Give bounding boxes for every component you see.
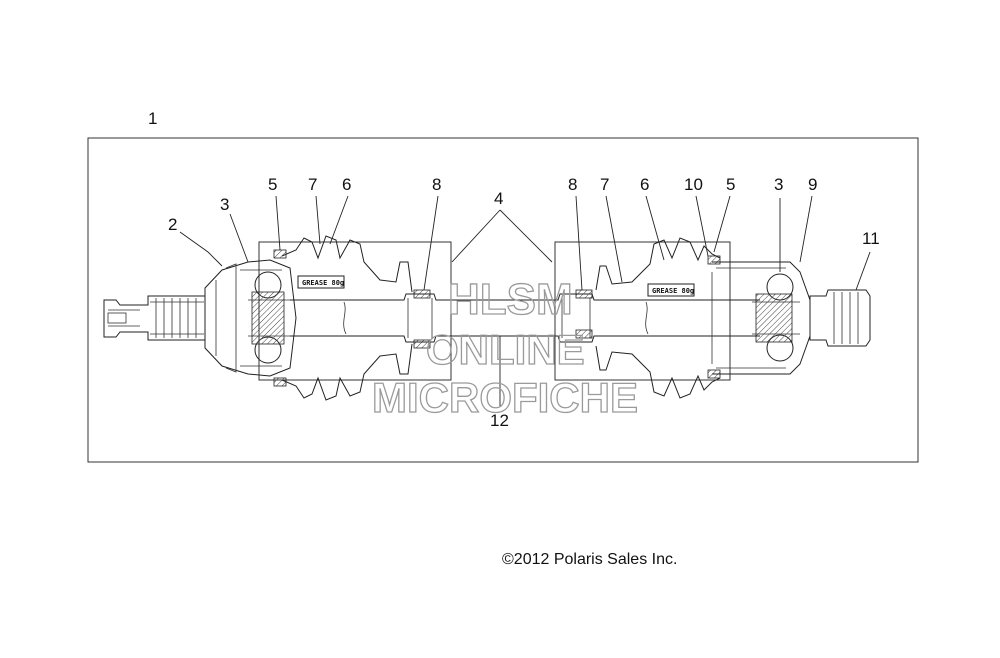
left-spline-stub <box>103 295 206 341</box>
right-spline-stub <box>809 289 871 347</box>
grease-label-right: GREASE 80g <box>652 287 694 295</box>
watermark-line3: MICROFICHE <box>372 374 638 421</box>
left-cv-bearing-cage <box>248 271 290 364</box>
assembly-frame <box>87 137 919 463</box>
callout-12: 12 <box>490 411 509 430</box>
grease-label-left: GREASE 80g <box>302 279 344 287</box>
callout-7-right: 7 <box>600 175 609 194</box>
watermark-line2: ONLINE <box>426 326 585 373</box>
callout-6-left: 6 <box>342 175 351 194</box>
callout-3-left: 3 <box>220 195 229 214</box>
left-cv-housing <box>204 259 297 377</box>
right-cv-bearing-cage <box>752 273 800 362</box>
callout-5-left: 5 <box>268 175 277 194</box>
callout-6-right: 6 <box>640 175 649 194</box>
callout-8-right: 8 <box>568 175 577 194</box>
callout-11: 11 <box>862 229 880 248</box>
callout-10: 10 <box>684 175 703 194</box>
boot-kit-frame-left <box>258 241 452 381</box>
callout-7-left: 7 <box>308 175 317 194</box>
callout-3-right: 3 <box>774 175 783 194</box>
callout-2: 2 <box>168 215 177 234</box>
boot-kit-frame-right <box>554 241 731 381</box>
leader-lines <box>179 195 871 406</box>
right-clamp <box>575 289 593 339</box>
callout-4: 4 <box>494 189 503 208</box>
watermark-line1: HLSM <box>448 275 573 324</box>
left-boot: GREASE 80g <box>273 235 413 401</box>
copyright-notice: ©2012 Polaris Sales Inc. <box>502 551 677 568</box>
callout-5-right: 5 <box>726 175 735 194</box>
callout-9: 9 <box>808 175 817 194</box>
callout-1: 1 <box>148 109 157 128</box>
axle-shaft <box>290 293 760 343</box>
callout-8-left: 8 <box>432 175 441 194</box>
